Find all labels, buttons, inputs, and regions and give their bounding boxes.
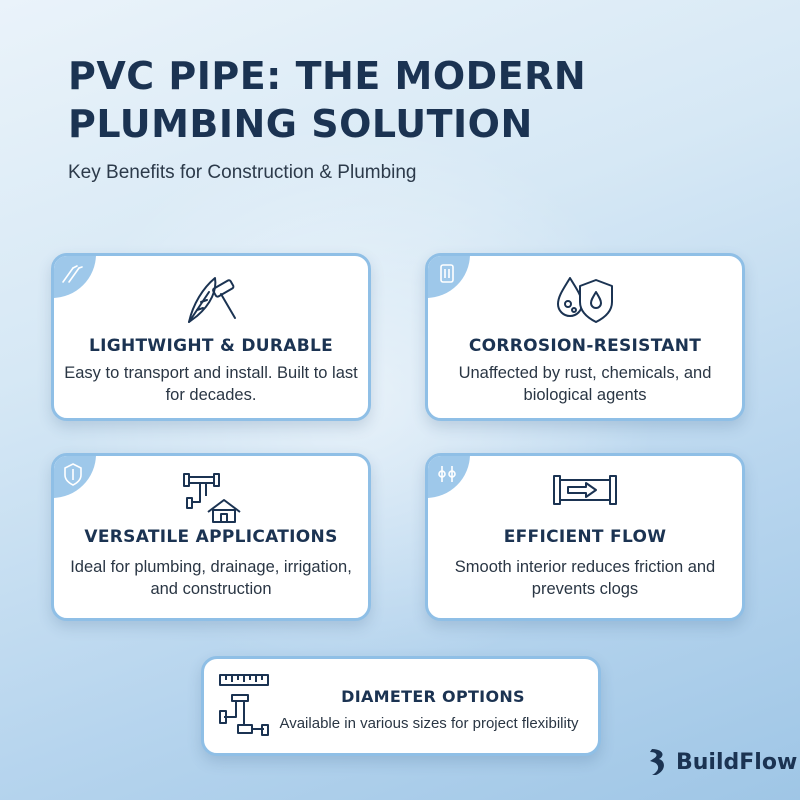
card-title: LIGHTWIGHT & DURABLE [88,336,334,356]
buildflow-logo-icon [650,749,664,775]
pipe-arrow-icon [553,475,617,505]
card-description: Ideal for plumbing, drainage, irrigation… [70,558,352,598]
corner-tab [54,256,96,298]
droplet-shield-icon [557,277,613,323]
tools-icon [62,265,83,283]
pipes-house-icon [183,473,241,523]
card-description: Smooth interior reduces friction and pre… [454,558,716,598]
card-efficient-flow: EFFICIENT FLOW Smooth interior reduces f… [425,453,745,621]
card-versatile-applications: VERSATILE APPLICATIONS Ideal for plumbin… [51,453,371,621]
card-description: Easy to transport and install. Built to … [64,364,358,404]
card-lightweight-durable: LIGHTWIGHT & DURABLE Easy to transport a… [51,253,371,421]
brand-name: BuildFlow [676,749,798,775]
page-title: PVC PIPE: THE MODERN PLUMBING SOLUTION [68,54,587,146]
card-description: Unaffected by rust, chemicals, and biolo… [458,364,712,404]
card-title: VERSATILE APPLICATIONS [84,527,338,547]
card-diameter-options: DIAMETER OPTIONS Available in various si… [201,656,601,756]
card-description: Available in various sizes for project f… [279,715,579,732]
shield-icon [64,463,82,486]
ruler-pipe-icon [219,674,269,736]
card-corrosion-resistant: CORROSION-RESISTANT Unaffected by rust, … [425,253,745,421]
card-title: EFFICIENT FLOW [503,527,667,547]
corner-tab [428,256,470,298]
brand-logo: BuildFlow [646,742,797,782]
flow-valves-icon [438,466,456,482]
card-title: DIAMETER OPTIONS [341,687,525,706]
feather-hammer-icon [188,277,236,323]
corner-tab [54,456,96,498]
corner-tab [428,456,470,498]
pipe-segment-icon [440,264,454,283]
page-subtitle: Key Benefits for Construction & Plumbing [68,162,417,183]
card-title: CORROSION-RESISTANT [468,336,702,356]
